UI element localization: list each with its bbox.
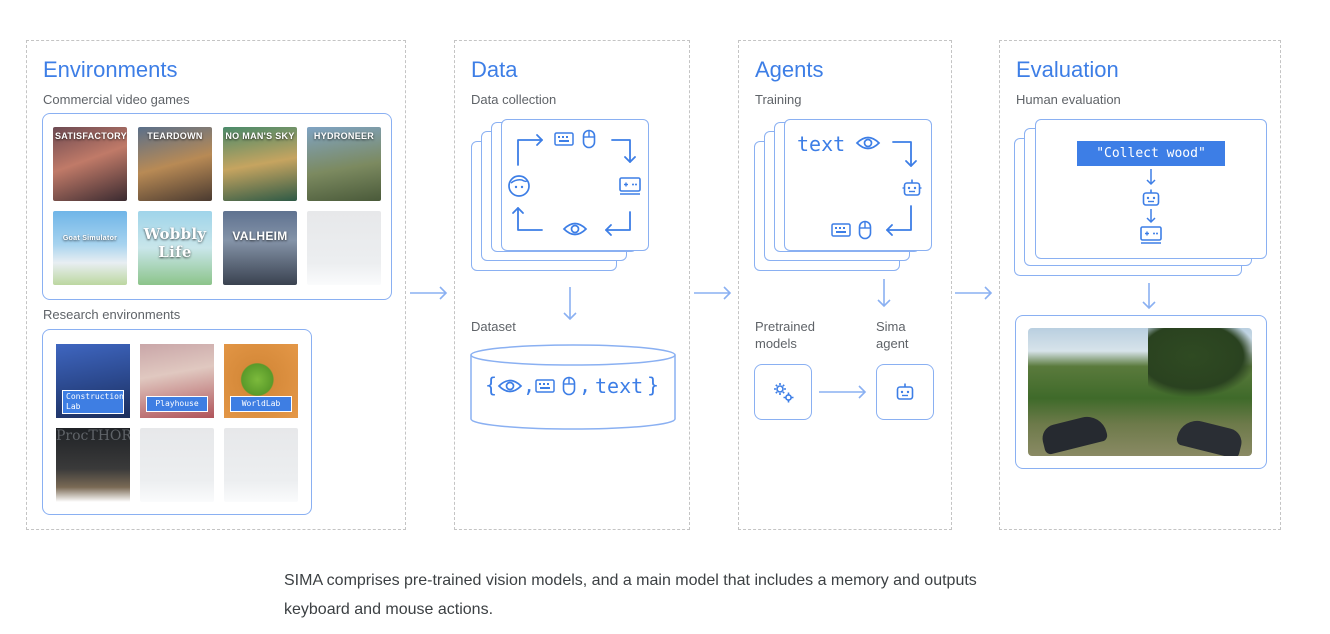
training-card: text bbox=[784, 119, 932, 251]
gears-icon bbox=[774, 383, 794, 403]
game-thumb-wobbly-life: Wobbly Life bbox=[138, 211, 212, 285]
arrow-icon bbox=[1146, 169, 1156, 186]
gameplay-tree bbox=[1148, 328, 1252, 398]
research-thumb-playhouse: Playhouse bbox=[140, 344, 214, 418]
mouse-icon bbox=[858, 220, 872, 240]
research-tag-playhouse: Playhouse bbox=[146, 396, 208, 412]
game-thumb-goat-simulator: Goat Simulator bbox=[53, 211, 127, 285]
game-thumb-satisfactory: SATISFACTORY bbox=[53, 127, 127, 201]
sima-agent-label: Sima agent bbox=[876, 319, 909, 351]
data-collection-loop bbox=[512, 134, 636, 236]
gameplay-screenshot bbox=[1028, 328, 1252, 456]
dataset-brace-open: { bbox=[485, 373, 498, 397]
human-evaluation-label: Human evaluation bbox=[1016, 92, 1121, 107]
dataset-label: Dataset bbox=[471, 319, 516, 334]
game-title-wobbly-life: Wobbly Life bbox=[143, 225, 207, 261]
game-title-hydroneer: HYDRONEER bbox=[313, 131, 375, 141]
research-environments-label: Research environments bbox=[43, 307, 181, 322]
robot-icon bbox=[902, 179, 922, 196]
data-title: Data bbox=[471, 57, 518, 82]
environments-title: Environments bbox=[43, 57, 178, 82]
pretrained-models-box bbox=[754, 364, 812, 420]
research-thumb-placeholder-1 bbox=[140, 428, 214, 502]
eval-card: "Collect wood" bbox=[1035, 119, 1267, 259]
eye-icon bbox=[855, 136, 881, 150]
arrow-icon bbox=[877, 279, 891, 308]
gamepad-icon bbox=[1140, 226, 1162, 244]
commercial-games-label: Commercial video games bbox=[43, 92, 190, 107]
figure-caption: SIMA comprises pre-trained vision models… bbox=[284, 572, 977, 618]
game-thumb-placeholder bbox=[307, 211, 381, 285]
instruction-box: "Collect wood" bbox=[1077, 141, 1225, 166]
game-title-no-mans-sky: NO MAN'S SKY bbox=[225, 131, 295, 141]
dataset-brace-close: } bbox=[647, 373, 660, 397]
gameplay-hand-right bbox=[1175, 416, 1245, 456]
agents-title: Agents bbox=[755, 57, 824, 82]
keyboard-icon bbox=[535, 379, 555, 393]
keyboard-icon bbox=[554, 132, 574, 146]
research-thumb-construction-lab: Construction Lab bbox=[56, 344, 130, 418]
agents-column: Agents Training text bbox=[738, 40, 952, 530]
game-thumb-valheim: VALHEIM bbox=[223, 211, 297, 285]
research-environments-box: Construction Lab Playhouse WorldLab Proc… bbox=[42, 329, 312, 515]
training-label: Training bbox=[755, 92, 802, 107]
environments-column: Environments Commercial video games SATI… bbox=[26, 40, 406, 530]
game-title-goat-simulator: Goat Simulator bbox=[62, 235, 118, 242]
game-thumb-no-mans-sky: NO MAN'S SKY bbox=[223, 127, 297, 201]
arrow-icon bbox=[563, 287, 577, 321]
dataset-text: text bbox=[595, 374, 644, 398]
arrow-icon bbox=[694, 286, 732, 300]
data-collection-card bbox=[501, 119, 649, 251]
robot-icon bbox=[1142, 189, 1160, 206]
gameplay-hand-left bbox=[1039, 412, 1109, 456]
arrow-icon bbox=[1142, 283, 1156, 310]
arrow-icon bbox=[1146, 209, 1156, 224]
gameplay-screenshot-box bbox=[1015, 315, 1267, 469]
game-title-satisfactory: SATISFACTORY bbox=[55, 131, 127, 141]
evaluation-title: Evaluation bbox=[1016, 57, 1119, 82]
game-title-teardown: TEARDOWN bbox=[147, 131, 203, 141]
training-loop bbox=[886, 141, 917, 236]
eye-icon bbox=[497, 379, 523, 393]
mouse-icon bbox=[582, 129, 596, 149]
game-thumb-teardown: TEARDOWN bbox=[138, 127, 212, 201]
dataset-comma-1: , bbox=[523, 373, 536, 397]
arrow-icon bbox=[819, 385, 867, 399]
dataset-comma-2: , bbox=[579, 373, 592, 397]
face-icon bbox=[508, 175, 530, 197]
research-tag-construction-lab: Construction Lab bbox=[62, 390, 124, 414]
evaluation-column: Evaluation Human evaluation "Collect woo… bbox=[999, 40, 1281, 530]
gamepad-icon bbox=[619, 177, 641, 195]
game-title-valheim: VALHEIM bbox=[232, 229, 288, 243]
arrow-icon bbox=[410, 286, 448, 300]
arrow-icon bbox=[955, 286, 993, 300]
research-title-procthor: ProcTHOR bbox=[56, 428, 130, 444]
research-thumb-placeholder-2 bbox=[224, 428, 298, 502]
game-thumb-hydroneer: HYDRONEER bbox=[307, 127, 381, 201]
keyboard-icon bbox=[831, 223, 851, 237]
training-text: text bbox=[797, 132, 846, 156]
data-collection-label: Data collection bbox=[471, 92, 557, 107]
data-column: Data Data collection bbox=[454, 40, 690, 530]
sima-agent-box bbox=[876, 364, 934, 420]
mouse-icon bbox=[562, 376, 576, 396]
research-tag-worldlab: WorldLab bbox=[230, 396, 292, 412]
commercial-games-box: SATISFACTORY TEARDOWN NO MAN'S SKY HYDRO… bbox=[42, 113, 392, 300]
robot-icon bbox=[896, 383, 914, 400]
pretrained-models-label: Pretrained models bbox=[755, 319, 815, 351]
eye-icon bbox=[562, 222, 588, 236]
research-thumb-procthor: ProcTHOR bbox=[56, 428, 130, 502]
research-thumb-worldlab: WorldLab bbox=[224, 344, 298, 418]
